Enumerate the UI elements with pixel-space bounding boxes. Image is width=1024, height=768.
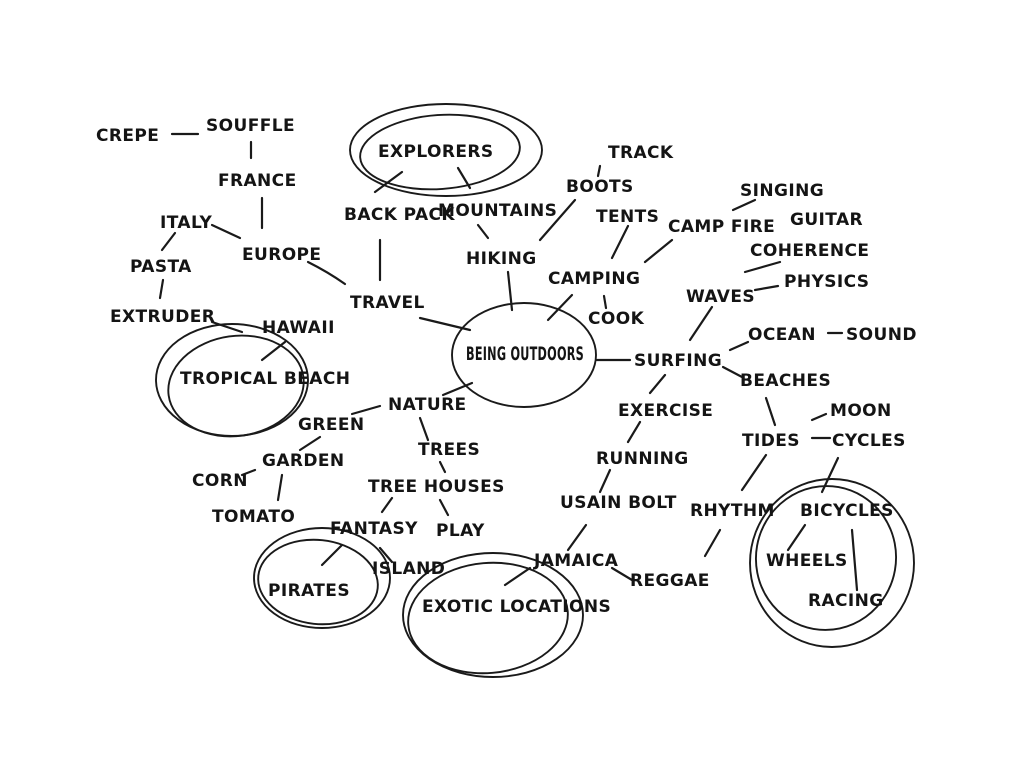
node-tides: TIDES (742, 431, 800, 451)
node-mountains: MOUNTAINS (438, 201, 557, 221)
explorers-ring-inner (359, 113, 521, 191)
node-boots: BOOTS (566, 177, 634, 197)
pirates-ring-inner (257, 538, 379, 626)
node-physics: PHYSICS (784, 272, 869, 292)
connector-lines (158, 132, 859, 592)
node-travel: TRAVEL (350, 293, 425, 313)
node-fantasy: FANTASY (330, 519, 418, 539)
node-sound: SOUND (846, 325, 917, 345)
node-usain-bolt: USAIN BOLT (560, 493, 677, 513)
node-jamaica: JAMAICA (533, 551, 619, 571)
node-singing: SINGING (740, 181, 824, 201)
node-running: RUNNING (596, 449, 689, 469)
node-moon: MOON (830, 401, 892, 421)
node-tropical-beach: TROPICAL BEACH (180, 369, 350, 389)
node-guitar: GUITAR (790, 210, 863, 230)
node-cook: COOK (588, 309, 645, 329)
node-garden: GARDEN (262, 451, 345, 471)
node-camping: CAMPING (548, 269, 640, 289)
node-back-pack: BACK PACK (344, 205, 455, 225)
bicycles-ring-inner (754, 485, 898, 631)
node-explorers: EXPLORERS (378, 142, 494, 162)
pirates-ring-outer (253, 527, 391, 629)
node-hawaii: HAWAII (262, 318, 335, 338)
tropical-beach-ring-inner (167, 334, 305, 438)
node-italy: ITALY (160, 213, 213, 233)
node-green: GREEN (298, 415, 365, 435)
node-souffle: SOUFFLE (206, 116, 295, 136)
node-bicycles: BICYCLES (800, 501, 894, 521)
node-track: TRACK (608, 143, 674, 163)
node-nature: NATURE (388, 395, 467, 415)
center-ring (451, 302, 597, 408)
node-rhythm: RHYTHM (690, 501, 775, 521)
node-play: PLAY (436, 521, 485, 541)
node-exercise: EXERCISE (618, 401, 713, 421)
node-tree-houses: TREE HOUSES (368, 477, 505, 497)
exotic-locations-ring-outer (402, 552, 584, 678)
node-france: FRANCE (218, 171, 297, 191)
node-coherence: COHERENCE (750, 241, 869, 261)
node-exotic-locations: EXOTIC LOCATIONS (422, 597, 611, 617)
explorers-ring-outer (349, 103, 543, 197)
node-racing: RACING (808, 591, 884, 611)
node-labels: CREPE SOUFFLE FRANCE ITALY EUROPE PASTA … (96, 116, 917, 617)
node-europe: EUROPE (242, 245, 321, 265)
node-pirates: PIRATES (268, 581, 350, 601)
circle-outlines (155, 103, 915, 678)
node-wheels: WHEELS (766, 551, 848, 571)
bicycles-ring-outer (749, 478, 915, 648)
node-crepe: CREPE (96, 126, 159, 146)
node-extruder: EXTRUDER (110, 307, 215, 327)
node-ocean: OCEAN (748, 325, 816, 345)
node-being-outdoors: BEING OUTDOORS (466, 343, 584, 365)
node-beaches: BEACHES (740, 371, 831, 391)
node-tents: TENTS (596, 207, 659, 227)
node-trees: TREES (418, 440, 480, 460)
node-hiking: HIKING (466, 249, 537, 269)
exotic-locations-ring-inner (407, 561, 569, 675)
node-island: ISLAND (372, 559, 445, 579)
node-camp-fire: CAMP FIRE (668, 217, 775, 237)
node-corn: CORN (192, 471, 248, 491)
tropical-beach-line: TROPICAL BEACH (180, 369, 350, 389)
node-surfing: SURFING (634, 351, 722, 371)
node-waves: WAVES (686, 287, 755, 307)
node-tomato: TOMATO (212, 507, 295, 527)
node-reggae: REGGAE (630, 571, 710, 591)
node-pasta: PASTA (130, 257, 192, 277)
node-cycles: CYCLES (832, 431, 906, 451)
